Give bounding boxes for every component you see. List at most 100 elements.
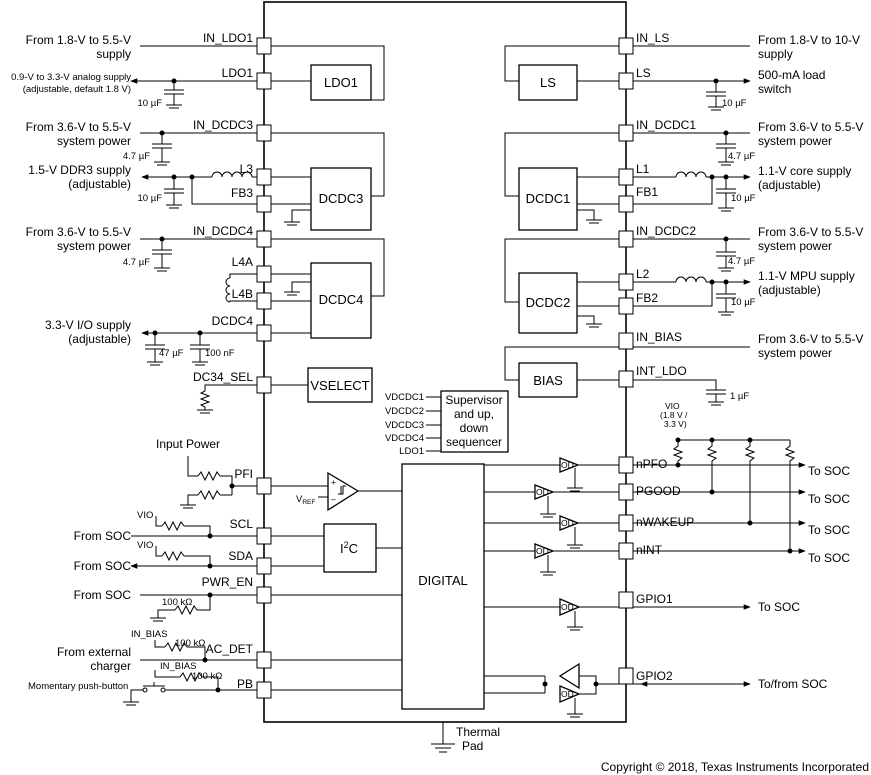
gpio1-output: [484, 598, 751, 631]
pin-nwakeup: nWAKEUP: [636, 515, 694, 529]
to-from-soc-gpio2: To/from SOC: [758, 677, 828, 691]
res-pb: 100 kΩ: [192, 671, 222, 682]
ddr3-1: 1.5-V DDR3 supply: [28, 163, 131, 177]
i2c-block: [323, 523, 377, 573]
from-soc-sda: From SOC: [74, 559, 132, 573]
pin-l4b: L4B: [232, 287, 253, 301]
ext-charger-1: From external: [57, 645, 131, 659]
od-gpio1: OD: [561, 602, 574, 612]
dcdc2-block: [518, 272, 578, 334]
in-dcdc1-src-2: system power: [758, 134, 832, 148]
in-ls-src-2: supply: [758, 47, 793, 61]
pin-ac-det: AC_DET: [206, 642, 254, 656]
pin-scl: SCL: [230, 517, 254, 531]
from-soc-scl: From SOC: [74, 529, 132, 543]
input-power: Input Power: [156, 437, 220, 451]
io-supply-1: 3.3-V I/O supply: [45, 318, 131, 332]
digital-block: [401, 463, 485, 710]
supervisor-line-2: and up,: [454, 407, 494, 421]
dcdc1-cap: 10 µF: [731, 193, 756, 204]
dcdc1-block-label: DCDC1: [526, 191, 571, 206]
od-nint: OD: [536, 546, 549, 556]
in-bias-ac: IN_BIAS: [131, 629, 167, 640]
sup-in-vdcdc4: VDCDC4: [385, 433, 424, 444]
dcdc4-block: [310, 262, 372, 339]
pin-in-dcdc1: IN_DCDC1: [636, 118, 696, 132]
ic-body: [263, 1, 627, 723]
od-npfo: OD: [561, 460, 574, 470]
ls-cap: 10 µF: [722, 98, 747, 109]
ddr3-2: (adjustable): [68, 177, 131, 191]
supervisor-input-wires: [426, 396, 441, 452]
ldo1-block-label: LDO1: [324, 75, 358, 90]
to-soc-nwakeup: To SOC: [808, 523, 850, 537]
pin-gpio2: GPIO2: [636, 669, 673, 683]
vio-scl: VIO: [137, 510, 153, 521]
pin-gpio1: GPIO1: [636, 592, 673, 606]
vio-pullup-1: VIO: [665, 401, 680, 411]
in-dcdc2-src-2: system power: [758, 239, 832, 253]
pin-l4a: L4A: [232, 255, 253, 269]
ldo1-out-1: 0.9-V to 3.3-V analog supply: [11, 72, 131, 83]
comp-minus: –: [331, 494, 336, 504]
ls-block-label: LS: [540, 75, 556, 90]
dcdc3-wiring: [140, 130, 385, 226]
pin-dc34-sel: DC34_SEL: [193, 370, 253, 384]
pin-pb: PB: [237, 677, 253, 691]
thermal-pad-label-2: Pad: [462, 739, 483, 753]
in-dcdc3-src-1: From 3.6-V to 5.5-V: [26, 120, 131, 134]
ls-out-1: 500-mA load: [758, 68, 825, 82]
to-soc-gpio1: To SOC: [758, 600, 800, 614]
dcdc4-cap1: 47 µF: [159, 348, 184, 359]
pfi-wiring: [180, 456, 402, 512]
pin-fb1: FB1: [636, 185, 658, 199]
push-button: Momentary push-button: [28, 681, 128, 692]
in-dcdc4-cap: 4.7 µF: [123, 257, 150, 268]
pin-nint: nINT: [636, 543, 663, 557]
digital-block-label: DIGITAL: [418, 573, 468, 588]
in-dcdc1-src-1: From 3.6-V to 5.5-V: [758, 120, 863, 134]
pin-int-ldo: INT_LDO: [636, 364, 687, 378]
left-pin-boxes: [256, 37, 272, 699]
to-soc-nint: To SOC: [808, 551, 850, 565]
pin-in-dcdc4: IN_DCDC4: [193, 224, 253, 238]
vio-sda: VIO: [137, 540, 153, 551]
pgood-output: [484, 484, 806, 518]
pin-pfi: PFI: [234, 467, 253, 481]
nint-output: [484, 543, 806, 576]
pwr-en-wiring: [140, 592, 402, 622]
ext-charger-2: charger: [90, 659, 131, 673]
core-1: 1.1-V core supply: [758, 164, 851, 178]
npfo-output: [484, 457, 806, 492]
pin-pgood: PGOOD: [636, 484, 681, 498]
dcdc2-cap: 10 µF: [731, 297, 756, 308]
in-bias-src-1: From 3.6-V to 5.5-V: [758, 332, 863, 346]
in-ls-src-1: From 1.8-V to 10-V: [758, 33, 860, 47]
pin-l2: L2: [636, 267, 650, 281]
gpio2-bidir: [484, 662, 751, 718]
res-pwr-en: 100 kΩ: [162, 597, 192, 608]
ls-out-2: switch: [758, 82, 791, 96]
core-2: (adjustable): [758, 178, 821, 192]
od-gpio2: OD: [561, 689, 574, 699]
pin-pwr-en: PWR_EN: [202, 575, 253, 589]
dcdc4-block-label: DCDC4: [319, 292, 364, 307]
in-dcdc2-cap: 4.7 µF: [728, 256, 755, 267]
pin-in-ldo1: IN_LDO1: [203, 31, 253, 45]
in-dcdc3-cap: 4.7 µF: [123, 151, 150, 162]
pin-ldo1: LDO1: [222, 66, 254, 80]
ac-det-wiring: [140, 640, 402, 663]
bias-block-label: BIAS: [533, 373, 563, 388]
pin-l1: L1: [636, 162, 650, 176]
pin-in-bias: IN_BIAS: [636, 330, 682, 344]
sup-in-vdcdc1: VDCDC1: [385, 392, 424, 403]
thermal-pad-label-1: Thermal: [456, 725, 500, 739]
pin-fb3: FB3: [231, 186, 253, 200]
supervisor-line-4: sequencer: [446, 435, 502, 449]
dcdc4-wiring: [140, 236, 385, 366]
from-soc-pwr-en: From SOC: [74, 588, 132, 602]
pin-sda: SDA: [228, 549, 253, 563]
to-soc-pgood: To SOC: [808, 492, 850, 506]
in-dcdc3-src-2: system power: [57, 134, 131, 148]
